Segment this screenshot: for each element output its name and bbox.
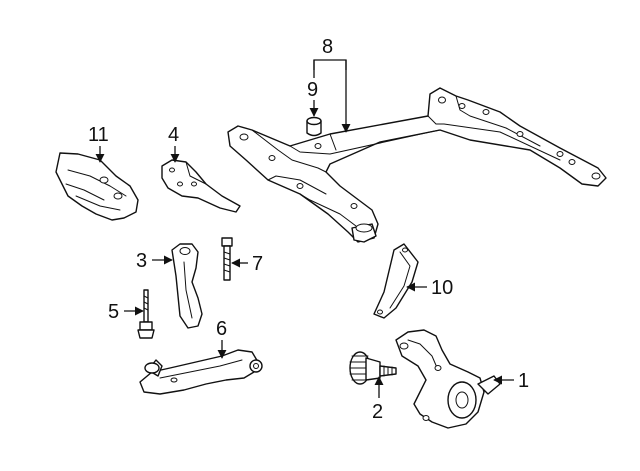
callout-labels: 1 2 3 4 5 6 7 8 9 10 11 (88, 36, 529, 423)
callout-7: 7 (252, 253, 263, 275)
callout-10: 10 (431, 277, 453, 299)
knuckle-part (395, 329, 501, 429)
callout-11: 11 (88, 124, 109, 146)
callout-6: 6 (216, 318, 227, 340)
hub-bearing-part (349, 351, 397, 385)
control-arm-part (139, 349, 263, 395)
callout-4: 4 (168, 124, 179, 146)
shield-plate-part (373, 243, 419, 319)
callout-3: 3 (136, 250, 147, 272)
callout-2: 2 (372, 401, 383, 423)
bolt-7-part (221, 237, 233, 281)
bushing-part (306, 116, 322, 137)
callout-9: 9 (307, 79, 318, 101)
bracket-part (161, 159, 241, 213)
callout-1: 1 (518, 370, 529, 392)
splash-shield-part (55, 152, 139, 221)
callout-5: 5 (108, 301, 119, 323)
crossmember-part (227, 87, 607, 243)
leader-8-bracket (313, 59, 347, 70)
strut-arm-part (171, 243, 203, 329)
leader-lines (95, 59, 514, 398)
bolt-5-part (137, 289, 155, 339)
callout-8: 8 (322, 36, 333, 58)
